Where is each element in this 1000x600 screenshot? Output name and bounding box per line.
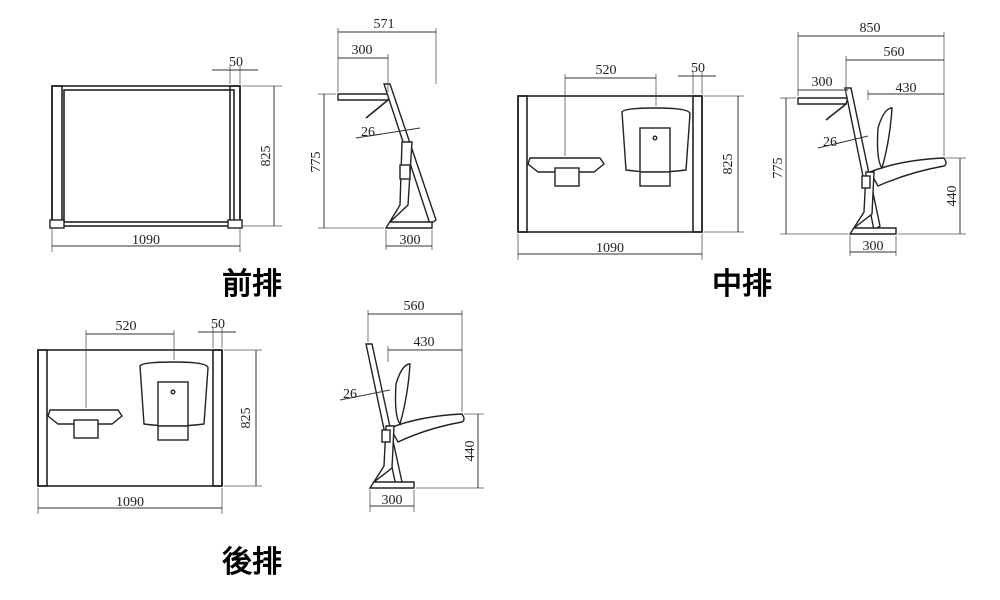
right-post <box>692 95 703 233</box>
seat-depth-dimension: 560 <box>404 299 425 314</box>
writing-tablet <box>527 157 605 173</box>
seat-cushion <box>388 413 465 443</box>
writing-tablet <box>47 409 123 425</box>
spacing-dimension: 520 <box>116 319 137 334</box>
desk-dimension: 300 <box>812 75 833 90</box>
right-post <box>212 349 223 487</box>
leg-support <box>384 141 433 229</box>
width-dimension: 1090 <box>132 233 160 248</box>
front-row-side-view: 571 300 775 26 300 <box>309 17 437 250</box>
edge-dimension: 50 <box>229 55 243 70</box>
hinge <box>861 175 871 189</box>
seat-back <box>394 363 411 426</box>
rear-panel <box>844 87 881 232</box>
front-row-label: 前排 <box>222 267 282 302</box>
seat-height-dimension: 440 <box>463 441 478 462</box>
base-dimension: 300 <box>400 233 421 248</box>
panel-outline <box>51 85 241 227</box>
seat-inner-dimension: 430 <box>414 335 435 350</box>
leg-support <box>848 171 897 235</box>
depth-dimension: 571 <box>374 17 395 32</box>
depth-dimension: 850 <box>860 21 881 36</box>
seat-mount <box>639 171 671 187</box>
base-dimension: 300 <box>863 239 884 254</box>
height-dimension: 775 <box>771 158 786 179</box>
angle-dimension: 26 <box>343 387 357 402</box>
middle-row-front-view: 520 50 825 1090 <box>517 61 744 260</box>
panel-inner <box>63 89 235 223</box>
desk-bracket <box>365 99 389 119</box>
edge-dimension: 50 <box>691 61 705 76</box>
front-row-front-view: 1090 825 50 <box>49 55 282 252</box>
angle-dimension: 26 <box>361 125 375 140</box>
height-dimension: 825 <box>721 154 736 175</box>
angle-dimension: 26 <box>823 135 837 150</box>
seat-depth-dimension: 560 <box>884 45 905 60</box>
desk-top <box>337 93 391 101</box>
desk-dimension: 300 <box>352 43 373 58</box>
seat-hole <box>652 135 658 141</box>
middle-row-label: 中排 <box>712 267 772 302</box>
edge-dimension: 50 <box>211 317 225 332</box>
width-dimension: 1090 <box>116 495 144 510</box>
seat-cushion <box>868 157 947 187</box>
left-post <box>517 95 528 233</box>
tablet-bracket <box>554 167 580 187</box>
seat-back <box>876 107 893 170</box>
leg-support <box>368 425 415 489</box>
desk-bracket <box>825 103 847 121</box>
seat-height-dimension: 440 <box>945 186 960 207</box>
left-post <box>51 85 63 227</box>
height-dimension: 775 <box>309 152 324 173</box>
back-row-side-view: 560 430 26 440 300 <box>339 299 484 512</box>
seat-inner-dimension: 430 <box>896 81 917 96</box>
seat-frame <box>639 127 671 173</box>
right-post <box>229 85 241 227</box>
right-foot <box>227 219 243 229</box>
base-dimension: 300 <box>382 493 403 508</box>
spacing-dimension: 520 <box>596 63 617 78</box>
height-dimension: 825 <box>239 408 254 429</box>
seat-frame <box>157 381 189 427</box>
tablet-bracket <box>73 419 99 439</box>
hinge <box>399 164 411 180</box>
back-row-front-view: 520 50 825 1090 <box>37 317 262 514</box>
left-foot <box>49 219 65 229</box>
seat-mount <box>157 425 189 441</box>
hinge <box>381 429 391 443</box>
left-post <box>37 349 48 487</box>
middle-row-side-view: 850 560 300 430 775 440 26 300 <box>771 21 966 256</box>
back-row-label: 後排 <box>222 545 282 580</box>
width-dimension: 1090 <box>596 241 624 256</box>
seat-hole <box>170 389 176 395</box>
desk-top <box>797 97 849 105</box>
height-dimension: 825 <box>259 146 274 167</box>
